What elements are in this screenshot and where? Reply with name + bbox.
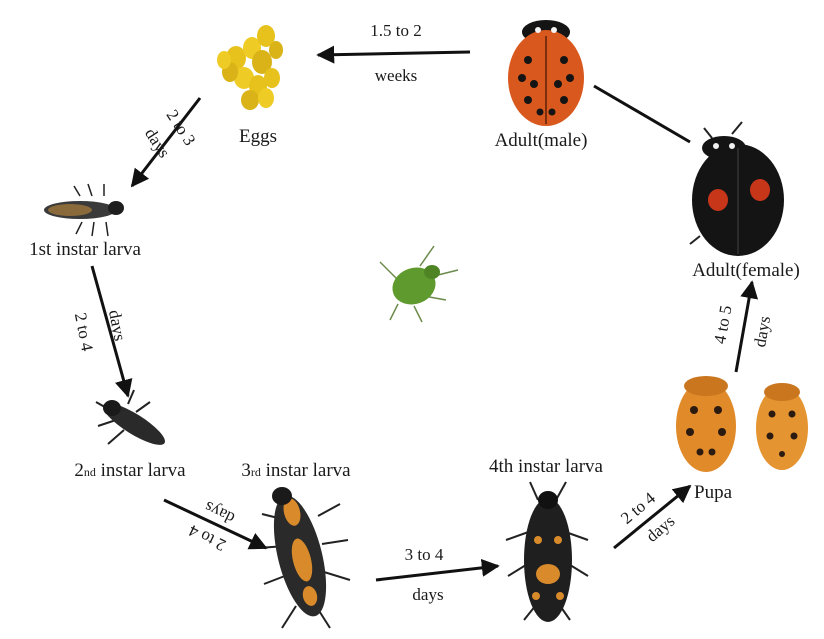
second-instar-image	[96, 390, 170, 452]
second-instar-label: 2nd instar larva	[74, 460, 186, 481]
arrow-male-to-eggs	[318, 52, 470, 55]
third-instar-num: 3	[241, 460, 251, 481]
aphid-image	[380, 246, 458, 322]
duration-third-to-fourth-bottom: days	[412, 585, 443, 604]
mating-line	[594, 86, 690, 142]
fourth-instar-label: 4th instar larva	[489, 456, 604, 477]
second-instar-rest: instar larva	[96, 460, 186, 481]
duration-first-to-second-bottom: days	[105, 308, 130, 342]
duration-pupa-to-female-top: 4 to 5	[710, 304, 735, 345]
adult-male-image	[508, 20, 584, 126]
first-instar-label: 1st instar larva	[29, 239, 141, 260]
duration-first-to-second-top: 2 to 4	[71, 311, 97, 353]
first-instar-image	[44, 184, 124, 236]
second-instar-suffix: nd	[84, 465, 96, 479]
arrow-pupa-to-female	[736, 282, 752, 372]
duration-fourth-to-pupa-bottom: days	[642, 511, 678, 546]
fourth-instar-image	[506, 482, 588, 622]
duration-pupa-to-female-bottom: days	[750, 315, 774, 349]
adult-male-label: Adult(male)	[495, 130, 588, 151]
duration-male-to-eggs-top: 1.5 to 2	[370, 21, 421, 40]
arrow-third-to-fourth	[376, 566, 498, 580]
third-instar-rest: instar larva	[261, 460, 351, 481]
adult-female-image	[690, 122, 784, 256]
duration-second-to-third-bottom: days	[201, 497, 237, 528]
adult-female-label: Adult(female)	[692, 260, 800, 281]
third-instar-suffix: rd	[251, 465, 261, 479]
third-instar-label: 3rd instar larva	[241, 460, 351, 481]
second-instar-num: 2	[74, 460, 84, 481]
pupa-label: Pupa	[694, 482, 733, 503]
pupa-image	[676, 376, 808, 472]
duration-male-to-eggs-bottom: weeks	[375, 66, 417, 85]
third-instar-image	[258, 487, 350, 628]
duration-eggs-to-first-bottom: days	[141, 125, 174, 161]
eggs-label: Eggs	[239, 126, 277, 147]
eggs-image	[217, 25, 283, 110]
duration-third-to-fourth-top: 3 to 4	[405, 545, 444, 564]
